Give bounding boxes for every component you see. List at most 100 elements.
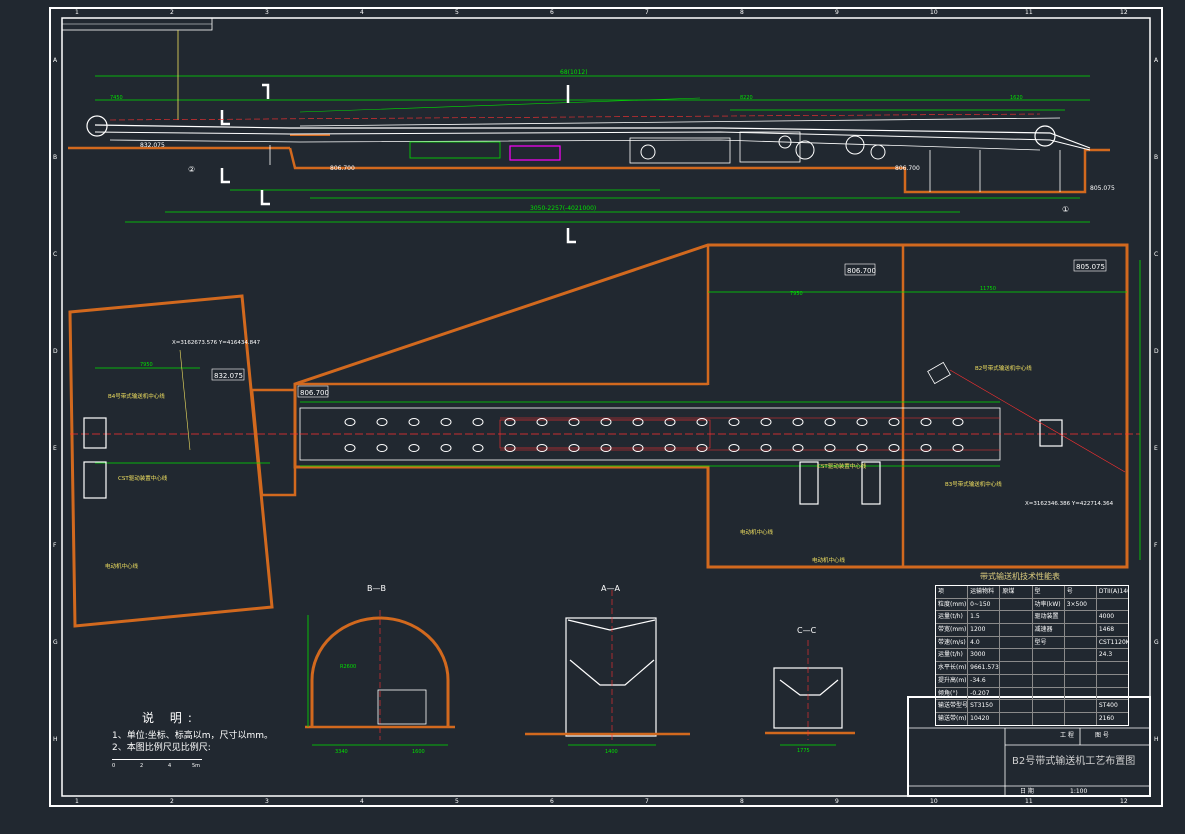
centerline-label: B4号带式输送机中心线 [108, 392, 165, 400]
grid-column-label: 11 [1025, 798, 1033, 805]
perf-cell [1000, 712, 1033, 725]
idler-icon [760, 418, 772, 426]
centerline-label: B3号带式输送机中心线 [945, 480, 1002, 488]
motor-label: 电动机中心线 [812, 556, 846, 564]
section-marker-icon [566, 228, 576, 244]
grid-row-label: C [53, 251, 57, 258]
section-label: B—B [367, 584, 386, 593]
tail-pulley-icon [86, 115, 108, 137]
elevation-view: 68(1012) 3050-2257(-4021000) 806.700 832… [68, 30, 1115, 244]
level-label: 832.075 [214, 372, 243, 380]
tb-label: 日 期 [1020, 787, 1034, 795]
idler-icon [440, 418, 452, 426]
dim-text: 7450 [110, 95, 123, 101]
idler-icon [792, 418, 804, 426]
idler-icon [472, 444, 484, 452]
perf-cell: 驱动装置 [1033, 611, 1065, 624]
scale-tick: 0 [112, 763, 116, 769]
grid-column-label: 2 [170, 9, 174, 16]
perf-cell [1000, 687, 1033, 700]
section-marker-icon [220, 168, 230, 184]
perf-cell: 运量(t/h) [936, 611, 969, 624]
perf-cell: 粒度(mm) [936, 598, 969, 611]
section-a-a: A—A 1400 [525, 584, 690, 755]
perf-cell: ST3150 [968, 700, 1001, 712]
perf-cell [1033, 712, 1065, 725]
scale-bar: 0 2 4 5m [112, 759, 202, 770]
level-label: 806.700 [895, 165, 920, 172]
head-pulley-icon [1034, 125, 1056, 147]
grid-column-label: 6 [550, 798, 554, 805]
perf-row: 提升高(m)-34.6 [936, 674, 1128, 688]
grid-column-label: 3 [265, 798, 269, 805]
perf-cell: DTII(A)1400 [1098, 588, 1128, 595]
note-item: 1、单位:坐标、标高以m，尺寸以mm。 [112, 731, 274, 741]
motor-label: 电动机中心线 [740, 528, 774, 536]
perf-cell: 1.5 [968, 611, 1001, 624]
grid-row-label: B [1154, 154, 1158, 161]
grid-row-label: G [53, 639, 58, 646]
perf-cell: -0.207 [968, 687, 1001, 700]
grid-column-label: 12 [1120, 798, 1128, 805]
grid-row-label: B [53, 154, 57, 161]
perf-cell: ST400 [1098, 702, 1118, 710]
grid-column-label: 7 [645, 798, 649, 805]
idler-icon [536, 444, 548, 452]
section-marker-icon [220, 110, 230, 126]
perf-cell: 型 [1033, 586, 1065, 598]
perf-cell [1097, 688, 1128, 700]
perf-row: 倾角(°)-0.207 [936, 687, 1128, 701]
perf-cell: 10420 [968, 712, 1001, 725]
grid-column-label: 7 [645, 9, 649, 16]
level-label: 805.075 [1090, 185, 1115, 192]
perf-cell: 3000 [968, 649, 1001, 662]
idler-icon [664, 418, 676, 426]
perf-cell: 带速(m/s) [936, 636, 969, 649]
perf-cell [1097, 599, 1128, 611]
perf-cell [1000, 624, 1033, 636]
grid-row-label: H [1154, 736, 1159, 743]
section-c-c: C—C 1775 [765, 626, 855, 754]
perf-cell: -34.6 [968, 674, 1001, 687]
grid-row-label: F [53, 542, 57, 549]
scale-tick: 2 [140, 763, 144, 769]
idler-icon [920, 418, 932, 426]
idler-icon [376, 444, 388, 452]
notes-title: 说 明: [142, 711, 198, 725]
idler-icon [952, 444, 964, 452]
perf-cell [1097, 675, 1128, 687]
dim-text: R2600 [340, 664, 356, 670]
perf-cell: 输送带型号 [936, 700, 969, 712]
perf-cell: 4.0 [968, 636, 1001, 649]
idler-icon [824, 444, 836, 452]
idler-icon [408, 418, 420, 426]
perf-cell: 型号 [1033, 636, 1065, 649]
grid-column-label: 11 [1025, 9, 1033, 16]
grid-column-label: 12 [1120, 9, 1128, 16]
perf-cell [1033, 649, 1065, 662]
idler-icon [696, 418, 708, 426]
perf-cell [1065, 674, 1097, 687]
section-b-b: B—B 3340 1600 R2600 [305, 584, 455, 755]
overall-length: 68(1012) [560, 69, 588, 76]
tb-label: 工 程 [1060, 731, 1074, 739]
idler-icon [632, 418, 644, 426]
coord-label: X=3162673.576 Y=416434.847 [172, 340, 261, 346]
drive-label: CST驱动装置中心线 [118, 474, 168, 482]
perf-table-title: 带式输送机技术性能表 [980, 572, 1060, 581]
perf-row: 水平长(m)9661.573 [936, 662, 1128, 675]
grid-column-label: 10 [930, 798, 938, 805]
inner-frame [61, 17, 1151, 797]
perf-cell: 号 [1065, 586, 1097, 598]
idler-icon [696, 444, 708, 452]
perf-cell: 4000 [1098, 613, 1115, 621]
grid-row-label: E [1154, 445, 1158, 452]
grid-column-label: 5 [455, 9, 459, 16]
perf-cell [1065, 636, 1097, 649]
grid-row-label: D [53, 348, 58, 355]
perf-cell [1000, 700, 1033, 712]
